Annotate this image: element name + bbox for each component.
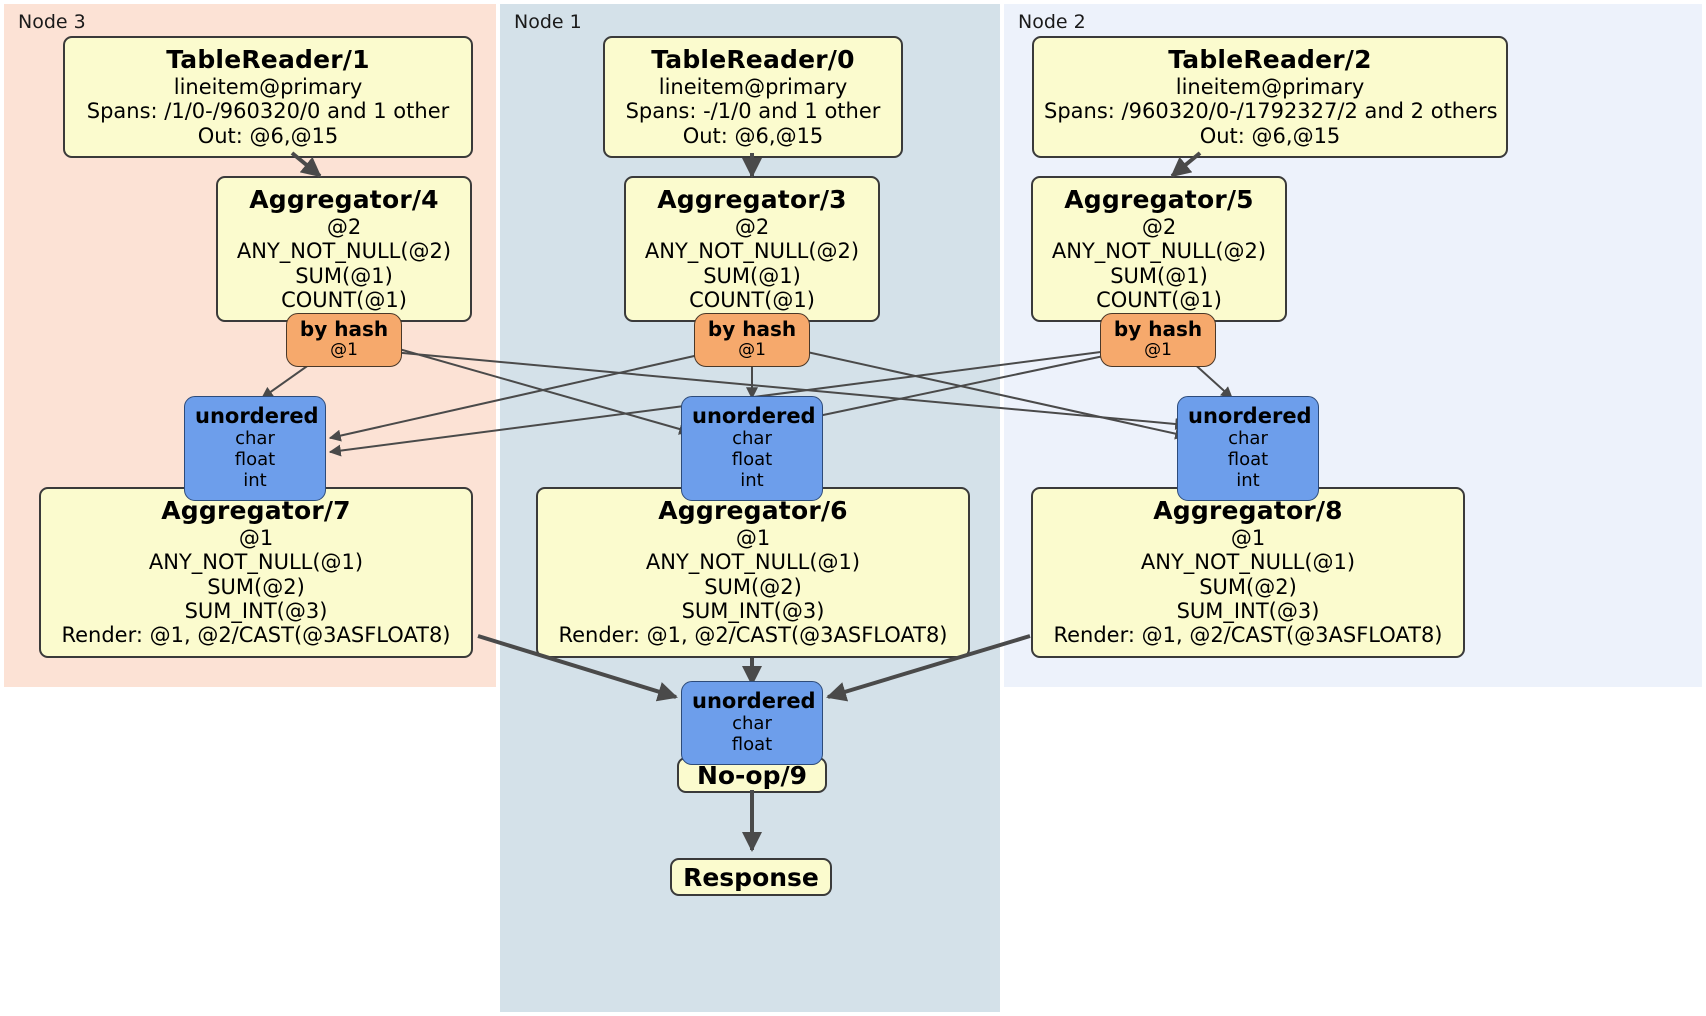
processor-title: TableReader/1 bbox=[166, 45, 370, 74]
router-by-hash-4[interactable]: by hash @1 bbox=[286, 313, 402, 367]
processor-detail: lineitem@primary bbox=[173, 75, 363, 99]
node-panel-label: Node 3 bbox=[18, 11, 86, 33]
synchronizer-unordered-6[interactable]: unordered char float int bbox=[681, 396, 823, 501]
processor-detail: Out: @6,@15 bbox=[682, 123, 824, 148]
processor-detail: @1 bbox=[238, 526, 274, 550]
synchronizer-type: int bbox=[740, 470, 764, 492]
processor-aggregator-8[interactable]: Aggregator/8 @1 ANY_NOT_NULL(@1) SUM(@2)… bbox=[1031, 487, 1465, 658]
processor-title: Aggregator/4 bbox=[249, 185, 439, 214]
processor-detail: SUM_INT(@3) bbox=[1176, 599, 1320, 624]
synchronizer-title: unordered bbox=[692, 404, 816, 428]
processor-detail: Out: @6,@15 bbox=[1199, 123, 1341, 148]
processor-aggregator-7[interactable]: Aggregator/7 @1 ANY_NOT_NULL(@1) SUM(@2)… bbox=[39, 487, 473, 658]
processor-detail: SUM(@2) bbox=[704, 574, 802, 599]
processor-detail: COUNT(@1) bbox=[1096, 288, 1222, 313]
processor-title: TableReader/0 bbox=[651, 45, 855, 74]
processor-detail: Spans: /1/0-/960320/0 and 1 other bbox=[86, 99, 450, 124]
processor-detail: ANY_NOT_NULL(@2) bbox=[644, 239, 860, 264]
processor-aggregator-5[interactable]: Aggregator/5 @2 ANY_NOT_NULL(@2) SUM(@1)… bbox=[1031, 176, 1287, 323]
node-panel-label: Node 1 bbox=[514, 11, 582, 33]
processor-detail: ANY_NOT_NULL(@2) bbox=[1051, 239, 1267, 264]
processor-detail: SUM_INT(@3) bbox=[681, 599, 825, 624]
synchronizer-type: float bbox=[1227, 449, 1269, 471]
router-title: by hash bbox=[707, 317, 797, 341]
processor-detail: ANY_NOT_NULL(@1) bbox=[148, 550, 364, 575]
response-title: Response bbox=[683, 862, 819, 892]
synchronizer-unordered-8[interactable]: unordered char float int bbox=[1177, 396, 1319, 501]
synchronizer-type: float bbox=[731, 734, 773, 756]
synchronizer-type: char bbox=[1228, 428, 1268, 450]
synchronizer-unordered-7[interactable]: unordered char float int bbox=[184, 396, 326, 501]
processor-title: No-op/9 bbox=[696, 760, 808, 790]
processor-detail: ANY_NOT_NULL(@1) bbox=[1140, 550, 1356, 575]
processor-aggregator-4[interactable]: Aggregator/4 @2 ANY_NOT_NULL(@2) SUM(@1)… bbox=[216, 176, 472, 323]
processor-detail: SUM(@1) bbox=[295, 263, 393, 288]
synchronizer-type: char bbox=[732, 713, 772, 735]
synchronizer-type: float bbox=[731, 449, 773, 471]
processor-render-detail: Render: @1, @2/CAST(@3ASFLOAT8) bbox=[61, 623, 451, 648]
router-detail: @1 bbox=[330, 340, 358, 361]
processor-aggregator-3[interactable]: Aggregator/3 @2 ANY_NOT_NULL(@2) SUM(@1)… bbox=[624, 176, 880, 323]
processor-detail: COUNT(@1) bbox=[281, 288, 407, 313]
processor-detail: lineitem@primary bbox=[658, 75, 848, 99]
processor-title: TableReader/2 bbox=[1168, 45, 1372, 74]
processor-detail: COUNT(@1) bbox=[689, 288, 815, 313]
processor-render-detail: Render: @1, @2/CAST(@3ASFLOAT8) bbox=[1053, 623, 1443, 648]
processor-table-reader-0[interactable]: TableReader/0 lineitem@primary Spans: -/… bbox=[603, 36, 903, 159]
synchronizer-unordered-final[interactable]: unordered char float bbox=[681, 681, 823, 766]
response-node[interactable]: Response bbox=[670, 858, 832, 896]
router-title: by hash bbox=[299, 317, 389, 341]
processor-detail: SUM_INT(@3) bbox=[184, 599, 328, 624]
processor-detail: ANY_NOT_NULL(@2) bbox=[236, 239, 452, 264]
processor-title: Aggregator/5 bbox=[1064, 185, 1254, 214]
router-detail: @1 bbox=[1144, 340, 1172, 361]
processor-detail: SUM(@1) bbox=[1110, 263, 1208, 288]
node-panel-label: Node 2 bbox=[1018, 11, 1086, 33]
processor-detail: SUM(@2) bbox=[1199, 574, 1297, 599]
processor-detail: @1 bbox=[735, 526, 771, 550]
synchronizer-title: unordered bbox=[195, 404, 319, 428]
router-detail: @1 bbox=[738, 340, 766, 361]
processor-detail: lineitem@primary bbox=[1175, 75, 1365, 99]
processor-title: Aggregator/3 bbox=[657, 185, 847, 214]
synchronizer-type: float bbox=[234, 449, 276, 471]
synchronizer-title: unordered bbox=[692, 689, 816, 713]
processor-detail: @2 bbox=[1141, 215, 1177, 239]
processor-detail: Out: @6,@15 bbox=[197, 123, 339, 148]
synchronizer-type: int bbox=[243, 470, 267, 492]
processor-detail: ANY_NOT_NULL(@1) bbox=[645, 550, 861, 575]
router-title: by hash bbox=[1113, 317, 1203, 341]
processor-detail: @1 bbox=[1230, 526, 1266, 550]
synchronizer-type: char bbox=[235, 428, 275, 450]
processor-detail: SUM(@1) bbox=[703, 263, 801, 288]
processor-table-reader-2[interactable]: TableReader/2 lineitem@primary Spans: /9… bbox=[1032, 36, 1508, 159]
processor-render-detail: Render: @1, @2/CAST(@3ASFLOAT8) bbox=[558, 623, 948, 648]
synchronizer-type: int bbox=[1236, 470, 1260, 492]
processor-aggregator-6[interactable]: Aggregator/6 @1 ANY_NOT_NULL(@1) SUM(@2)… bbox=[536, 487, 970, 658]
processor-detail: SUM(@2) bbox=[207, 574, 305, 599]
processor-detail: Spans: -/1/0 and 1 other bbox=[625, 99, 881, 124]
processor-table-reader-1[interactable]: TableReader/1 lineitem@primary Spans: /1… bbox=[63, 36, 473, 159]
router-by-hash-3[interactable]: by hash @1 bbox=[694, 313, 810, 367]
router-by-hash-5[interactable]: by hash @1 bbox=[1100, 313, 1216, 367]
synchronizer-type: char bbox=[732, 428, 772, 450]
processor-detail: @2 bbox=[734, 215, 770, 239]
synchronizer-title: unordered bbox=[1188, 404, 1312, 428]
processor-detail: @2 bbox=[326, 215, 362, 239]
processor-detail: Spans: /960320/0-/1792327/2 and 2 others bbox=[1044, 99, 1498, 124]
